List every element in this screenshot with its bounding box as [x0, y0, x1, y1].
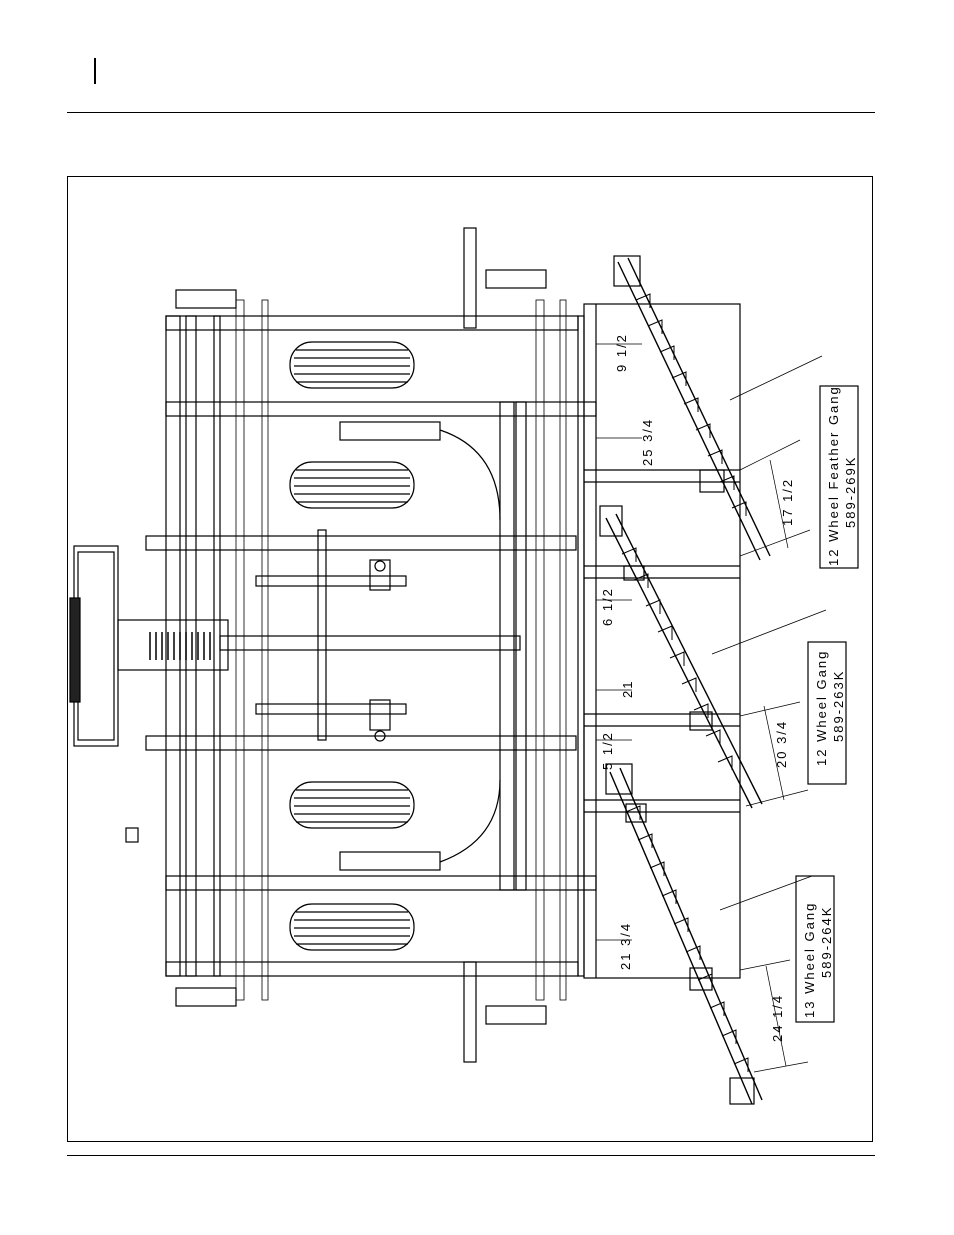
callout-leaders [712, 356, 826, 910]
tires [290, 342, 414, 950]
callout-13-line2: 589-264K [819, 906, 834, 978]
dim-25-3-4: 25 3/4 [640, 418, 655, 466]
tire [290, 904, 414, 950]
callout-12-line2: 589-263K [831, 670, 846, 742]
tire [290, 342, 414, 388]
dim-24-1-4: 24 1/4 [770, 994, 785, 1042]
callout-feather-line2: 589-269K [843, 456, 858, 528]
callout-12-line1: 12 Wheel Gang [814, 650, 829, 766]
dim-9-1-2: 9 1/2 [614, 333, 629, 372]
side-jacks [126, 228, 546, 1062]
dim-17-1-2: 17 1/2 [780, 478, 795, 526]
tire [290, 462, 414, 508]
harrow-frame [584, 304, 740, 978]
dim-6-1-2: 6 1/2 [600, 587, 615, 626]
dim-20-3-4: 20 3/4 [774, 720, 789, 768]
disc-gang-feather [618, 258, 770, 560]
dim-5-1-2: 5 1/2 [600, 731, 615, 770]
main-frame-rails [146, 316, 596, 976]
callout-feather-line1: 12 Wheel Feather Gang [826, 385, 841, 566]
axle-assembly [256, 422, 500, 870]
callout-13-line1: 13 Wheel Gang [802, 902, 817, 1018]
hitch [70, 546, 228, 746]
disc-blades [622, 294, 748, 1072]
dim-21-3-4: 21 3/4 [618, 922, 633, 970]
dim-21: 21 [620, 680, 635, 698]
tire [290, 782, 414, 828]
